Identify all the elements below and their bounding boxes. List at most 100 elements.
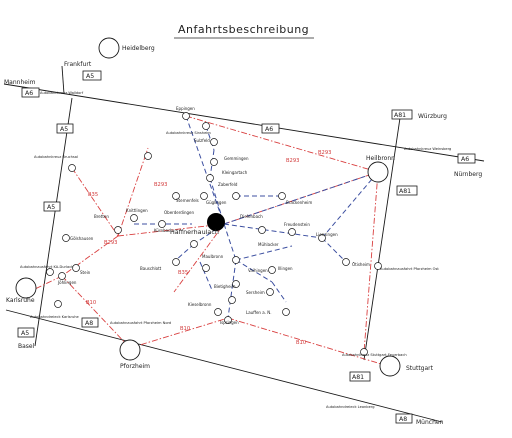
svg-text:Sulzfeld: Sulzfeld (194, 138, 210, 143)
autobahn-shields: A5 A6 A5 A5 A5 A8 A6 A81 (17, 70, 476, 424)
svg-text:Jöhlingen: Jöhlingen (57, 280, 77, 285)
town-dot (68, 164, 76, 172)
town-dot (232, 192, 240, 200)
svg-text:Sternenfels: Sternenfels (176, 198, 199, 203)
town-dot (202, 264, 210, 272)
a8-line (5, 309, 443, 423)
svg-text:Illingen: Illingen (278, 266, 293, 271)
blue-road-n3 (209, 149, 215, 179)
map-title: Anfahrtsbeschreibung (178, 23, 309, 36)
a81-line (363, 117, 401, 361)
town-dot (58, 272, 66, 280)
shield-a6-right: A6 (457, 153, 476, 164)
town-dot (266, 288, 274, 296)
city-nuernberg: Nürnberg (454, 171, 482, 178)
blue-road-e (223, 223, 323, 239)
town-dot (46, 268, 54, 276)
svg-text:Kleingartach: Kleingartach (222, 170, 248, 175)
svg-text:Gölshausen: Gölshausen (70, 236, 94, 241)
shield-a5-lower: A5 (43, 201, 61, 212)
blue-road-s3 (235, 259, 273, 283)
city-muenchen: München (416, 419, 444, 426)
town-dot (62, 234, 70, 242)
svg-text:B10: B10 (86, 300, 96, 306)
svg-text:B10: B10 (180, 326, 190, 332)
svg-text:Autobahnausfahrt Pforzheim Ost: Autobahnausfahrt Pforzheim Ost (380, 267, 439, 271)
city-frankfurt: Frankfurt (64, 61, 92, 68)
blue-road-s4 (271, 281, 287, 303)
karlsruhe-circle (15, 277, 37, 299)
svg-text:Autobahnkreuz Sinsheim: Autobahnkreuz Sinsheim (166, 131, 211, 135)
city-wuerzburg: Würzburg (418, 113, 447, 120)
blue-road-n (185, 115, 225, 225)
svg-text:Autobahnausfahrt KA-Durlach: Autobahnausfahrt KA-Durlach (20, 265, 73, 269)
frankfurt-feeder (61, 65, 65, 95)
svg-text:Kieselbronn: Kieselbronn (188, 302, 212, 307)
svg-text:A81: A81 (399, 188, 411, 195)
svg-text:A8: A8 (399, 416, 407, 423)
svg-text:B35: B35 (88, 192, 98, 198)
town-dot (228, 296, 236, 304)
city-pforzheim: Pforzheim (120, 363, 150, 370)
blue-road-se (321, 237, 347, 263)
svg-text:Sersheim: Sersheim (246, 290, 265, 295)
town-dot (54, 300, 62, 308)
town-dot (172, 192, 180, 200)
svg-text:A6: A6 (265, 126, 273, 133)
blue-road-w (193, 223, 225, 245)
svg-text:A8: A8 (85, 320, 93, 327)
town-dot (158, 220, 166, 228)
shield-a81-bottom: A81 (349, 371, 371, 382)
svg-text:Bauschlott: Bauschlott (140, 266, 162, 271)
svg-text:Mühlacker: Mühlacker (258, 242, 279, 247)
svg-text:Freudenstein: Freudenstein (284, 222, 310, 227)
red-road-labels: B293 B293 B35 B293 B35 B10 B10 B10 B293 (86, 150, 331, 346)
town-dot (318, 234, 326, 242)
city-heidelberg: Heidelberg (122, 45, 155, 52)
svg-text:Autobahndreieck Leonberg: Autobahndreieck Leonberg (326, 405, 375, 409)
town-dot (144, 152, 152, 160)
red-route-karlsruhe (34, 275, 63, 290)
town-dot (210, 158, 218, 166)
svg-text:Autobahnausfahrt Pforzheim Nor: Autobahnausfahrt Pforzheim Nord (110, 321, 171, 325)
shield-a81-right: A81 (396, 185, 418, 196)
town-dot (282, 308, 290, 316)
shield-a5-mid: A5 (56, 123, 74, 134)
city-circles (15, 37, 401, 377)
junction-labels: Autobahnkreuz Bruchsal Autobahnkreuz Wal… (20, 91, 451, 409)
city-labels: Frankfurt Mannheim Heidelberg Karlsruhe … (4, 45, 482, 426)
svg-text:A5: A5 (47, 204, 55, 211)
shield-a8-bottom: A8 (395, 413, 413, 424)
town-dot (360, 348, 368, 356)
town-dot (210, 138, 218, 146)
town-dot (232, 256, 240, 264)
svg-text:Diefenbach: Diefenbach (240, 214, 263, 219)
svg-text:Vaihingen: Vaihingen (248, 268, 268, 273)
shield-a81-top: A81 (391, 109, 413, 120)
svg-text:B293: B293 (154, 182, 167, 188)
place-labels: Eppingen Sulzfeld Gemmingen Kleingartach… (57, 106, 370, 325)
city-karlsruhe: Karlsruhe (6, 297, 35, 304)
city-mannheim: Mannheim (4, 79, 36, 86)
red-route-b35 (173, 223, 225, 293)
town-dot (130, 214, 138, 222)
town-dot (214, 308, 222, 316)
blue-road-n2 (205, 125, 215, 151)
heidelberg-circle (98, 37, 120, 59)
town-dot (114, 226, 122, 234)
red-route-pforzheim (61, 275, 131, 349)
blue-road-s2 (227, 259, 237, 319)
city-heilbronn: Heilbronn (366, 155, 395, 162)
heilbronn-circle (367, 161, 389, 183)
svg-text:Lauffen a. N.: Lauffen a. N. (246, 310, 272, 315)
town-dot (374, 262, 382, 270)
svg-text:Autobahndreieck Karlsruhe: Autobahndreieck Karlsruhe (30, 315, 80, 319)
town-dot (258, 226, 266, 234)
svg-text:A5: A5 (21, 330, 29, 337)
svg-text:Autobahnkreuz Weinsberg: Autobahnkreuz Weinsberg (404, 147, 451, 151)
town-dot (232, 280, 240, 288)
svg-text:A6: A6 (25, 90, 33, 97)
blue-road-ne (223, 171, 379, 225)
red-route-b293-ne (185, 115, 379, 173)
